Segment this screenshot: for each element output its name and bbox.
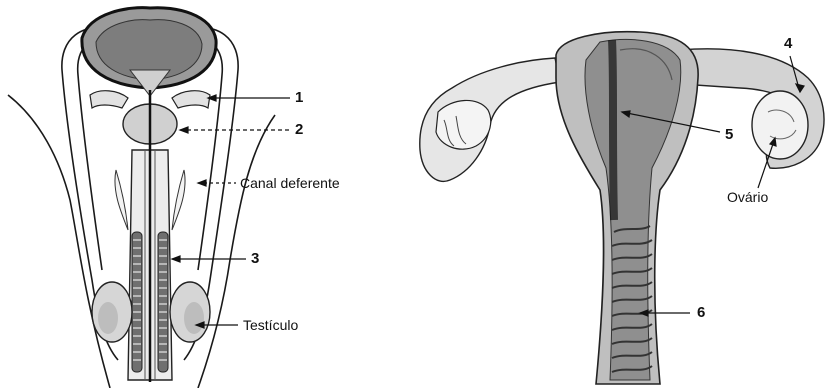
label-ovary: Ovário xyxy=(727,190,768,204)
ovary-right xyxy=(752,91,808,159)
label-4: 4 xyxy=(784,36,792,51)
label-6: 6 xyxy=(697,305,705,320)
label-vas-deferens: Canal deferente xyxy=(240,176,340,190)
label-3: 3 xyxy=(251,251,259,266)
label-2: 2 xyxy=(295,122,303,137)
label-testis: Testículo xyxy=(243,318,298,332)
label-5: 5 xyxy=(725,127,733,142)
label-1: 1 xyxy=(295,90,303,105)
